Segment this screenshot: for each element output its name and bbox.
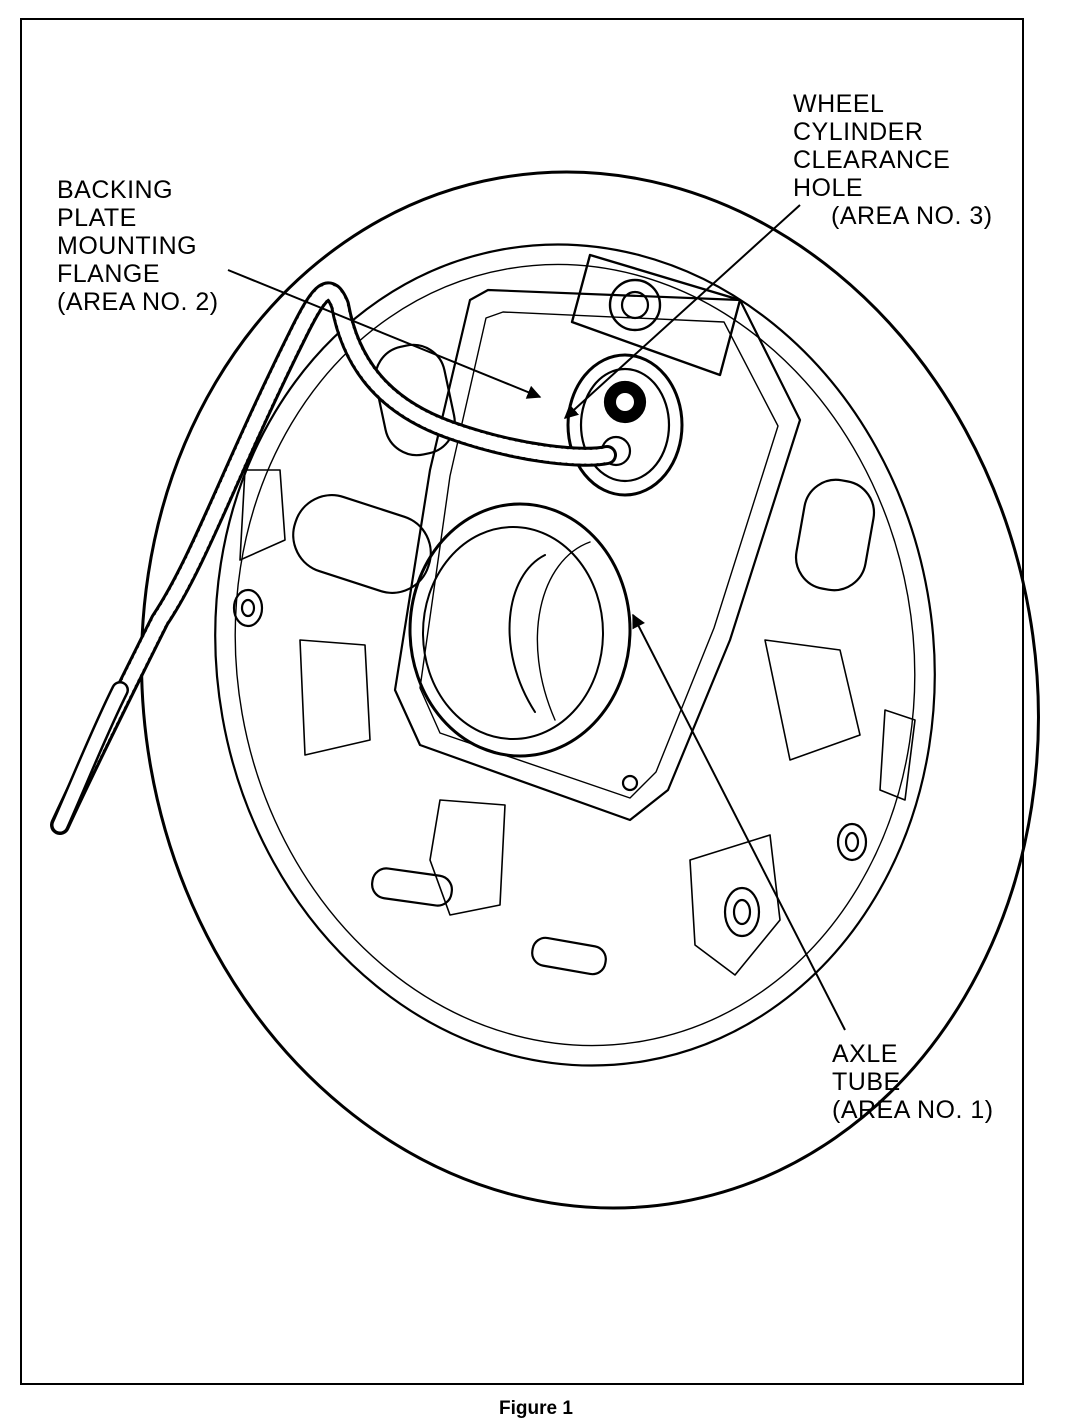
embossed-slot: [531, 936, 607, 976]
mounting-hole: [723, 886, 761, 938]
backing-plate-label: BACKING PLATE MOUNTING FLANGE (AREA NO. …: [57, 176, 219, 316]
figure-frame: [20, 18, 1024, 1385]
wheel-cylinder-bracket: [570, 253, 742, 377]
wheel-cylinder-label: WHEEL CYLINDER CLEARANCE HOLE (AREA NO. …: [793, 90, 993, 230]
embossed-slot: [371, 867, 453, 907]
wheel-cylinder-leader-arrow: [563, 204, 801, 419]
mounting-hole: [232, 588, 264, 628]
backing-plate-outer-rim: [140, 170, 1040, 1210]
backing-plate-leader-arrow: [227, 269, 542, 399]
wheel-cylinder-clearance-hole: [566, 353, 684, 497]
mounting-hole: [836, 822, 868, 862]
brake-line-tube: [50, 281, 617, 835]
embossed-slot: [292, 494, 432, 594]
figure-caption: Figure 1: [499, 1398, 573, 1419]
axle-tube-outer: [408, 502, 632, 758]
embossed-slot: [794, 478, 876, 592]
backing-plate-inner-ring: [214, 243, 936, 1067]
embossed-slot: [374, 343, 456, 457]
backing-plate-mounting-flange: [393, 288, 802, 822]
axle-tube-leader-arrow: [632, 613, 846, 1031]
axle-tube-label: AXLE TUBE (AREA NO. 1): [832, 1040, 994, 1124]
